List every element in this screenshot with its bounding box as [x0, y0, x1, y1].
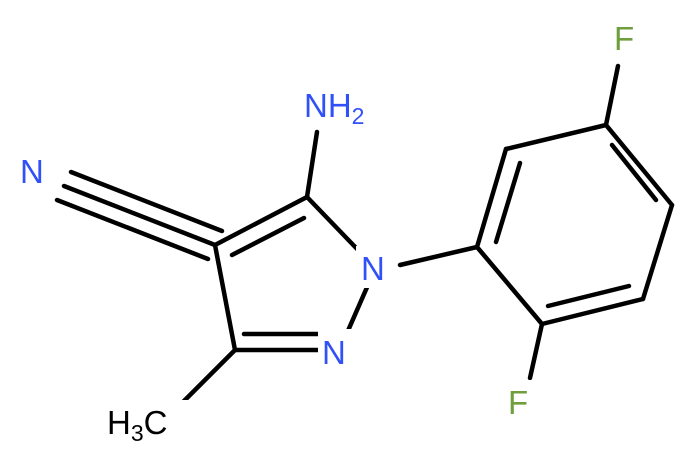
atom-labels: NH2 N N N F F H3C — [16, 16, 640, 446]
bond-c3-c4 — [212, 242, 238, 353]
bond-ph-inner-2 — [609, 142, 659, 203]
bond-ph-inner-3 — [545, 283, 632, 309]
bond-c4-c5-double — [229, 215, 307, 258]
bond-c5-nh2 — [304, 129, 320, 200]
bond-ph-c4-c5 — [640, 202, 675, 302]
bond-ph-c5-c6 — [539, 296, 646, 327]
bond-c5-n1 — [304, 194, 363, 255]
bond-nitrile-1 — [61, 183, 218, 248]
fluorine-bottom-label: F — [508, 384, 528, 421]
bonds — [54, 63, 675, 408]
bond-n1-phenyl — [397, 244, 480, 268]
amino-label: NH2 — [304, 87, 364, 129]
bond-c3-ch3 — [177, 347, 238, 408]
bond-nitrile-2 — [54, 197, 211, 262]
bond-nitrile-3 — [68, 169, 225, 234]
bond-ph-f-bottom — [527, 321, 545, 381]
methyl-label: H3C — [107, 404, 167, 446]
pyrazole-n2-label: N — [322, 334, 346, 371]
bond-ph-f-top — [603, 63, 621, 128]
bond-ph-inner-1 — [493, 160, 523, 245]
bond-ph-c2-c3 — [503, 122, 609, 152]
fluorine-top-label: F — [614, 20, 634, 57]
pyrazole-n1-label: N — [361, 250, 385, 287]
bond-ph-c6-c1 — [474, 244, 545, 327]
bond-n1-n2 — [344, 282, 371, 336]
bond-ph-c1-c2 — [474, 146, 509, 250]
nitrile-nitrogen-label: N — [20, 153, 44, 190]
bond-ph-c3-c4 — [603, 122, 675, 208]
bond-c4-c5 — [212, 194, 310, 248]
